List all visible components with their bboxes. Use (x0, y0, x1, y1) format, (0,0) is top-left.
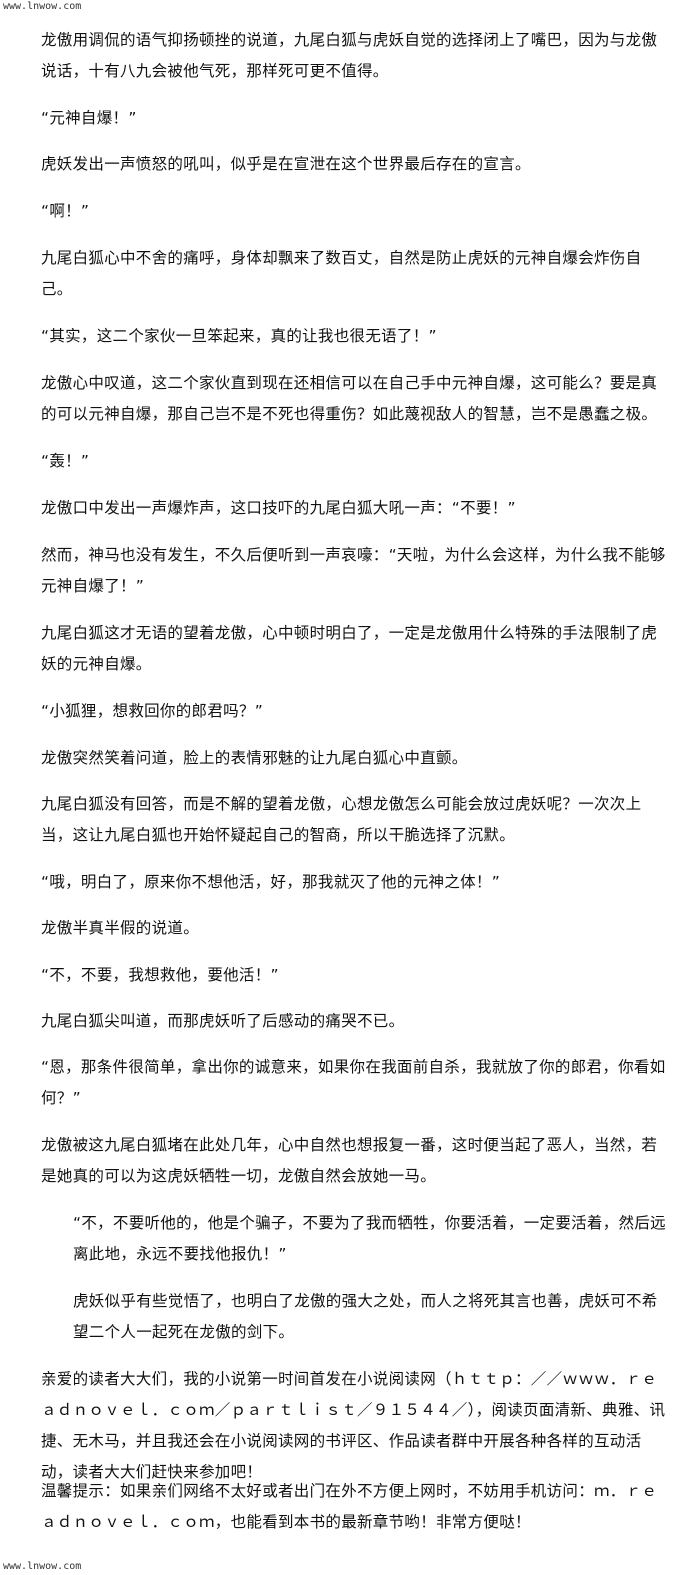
paragraph: 九尾白狐这才无语的望着龙傲，心中顿时明白了，一定是龙傲用什么特殊的手法限制了虎妖… (41, 624, 658, 673)
paragraph: 龙傲用调侃的语气抑扬顿挫的说道，九尾白狐与虎妖自觉的选择闭上了嘴巴，因为与龙傲说… (41, 31, 658, 80)
paragraph: “其实，这二个家伙一旦笨起来，真的让我也很无语了！” (41, 327, 437, 345)
paragraph: “轰！” (41, 452, 90, 470)
paragraph: “元神自爆！” (41, 109, 137, 127)
paragraph: 温馨提示：如果亲们网络不太好或者出门在外不方便上网时，不妨用手机访问：ｍ．ｒｅａ… (41, 1482, 658, 1531)
watermark-bottom: www.lnwow.com (3, 1561, 82, 1572)
paragraph: 九尾白狐没有回答，而是不解的望着龙傲，心想龙傲怎么可能会放过虎妖呢？一次次上当，… (41, 795, 642, 844)
paragraph: 龙傲心中叹道，这二个家伙直到现在还相信可以在自己手中元神自爆，这可能么？要是真的… (41, 374, 658, 423)
paragraph: 亲爱的读者大大们，我的小说第一时间首发在小说阅读网（ｈｔｔｐ：／／ｗｗｗ．ｒｅａ… (41, 1370, 666, 1481)
watermark-top: www.lnwow.com (3, 1, 82, 12)
paragraph: “不，不要，我想救他，要他活！” (41, 966, 279, 984)
paragraph: “啊！” (41, 202, 90, 220)
paragraph: 龙傲突然笑着问道，脸上的表情邪魅的让九尾白狐心中直颤。 (41, 749, 468, 767)
paragraph: “哦，明白了，原来你不想他活，好，那我就灭了他的元神之体！” (41, 873, 501, 891)
paragraph: 龙傲半真半假的说道。 (41, 919, 200, 937)
paragraph: “小狐狸，想救回你的郎君吗？” (41, 702, 264, 720)
paragraph: 龙傲口中发出一声爆炸声，这口技吓的九尾白狐大吼一声：“不要！” (41, 499, 516, 517)
paragraph: 然而，神马也没有发生，不久后便听到一声哀嚎：“天啦，为什么会这样，为什么我不能够… (41, 546, 666, 595)
paragraph: 虎妖发出一声愤怒的吼叫，似乎是在宣泄在这个世界最后存在的宣言。 (41, 155, 531, 173)
paragraph: 虎妖似乎有些觉悟了，也明白了龙傲的强大之处，而人之将死其言也善，虎妖可不希望二个… (73, 1292, 658, 1341)
paragraph: 九尾白狐心中不舍的痛呼，身体却飘来了数百丈，自然是防止虎妖的元神自爆会炸伤自己。 (41, 249, 642, 298)
paragraph: 龙傲被这九尾白狐堵在此处几年，心中自然也想报复一番，这时便当起了恶人，当然，若是… (41, 1136, 658, 1185)
paragraph: “不，不要听他的，他是个骗子，不要为了我而牺牲，你要活着，一定要活着，然后远离此… (73, 1214, 666, 1263)
paragraph: 九尾白狐尖叫道，而那虎妖听了后感动的痛哭不已。 (41, 1012, 405, 1030)
paragraph: “恩，那条件很简单，拿出你的诚意来，如果你在我面前自杀，我就放了你的郎君，你看如… (41, 1058, 666, 1107)
